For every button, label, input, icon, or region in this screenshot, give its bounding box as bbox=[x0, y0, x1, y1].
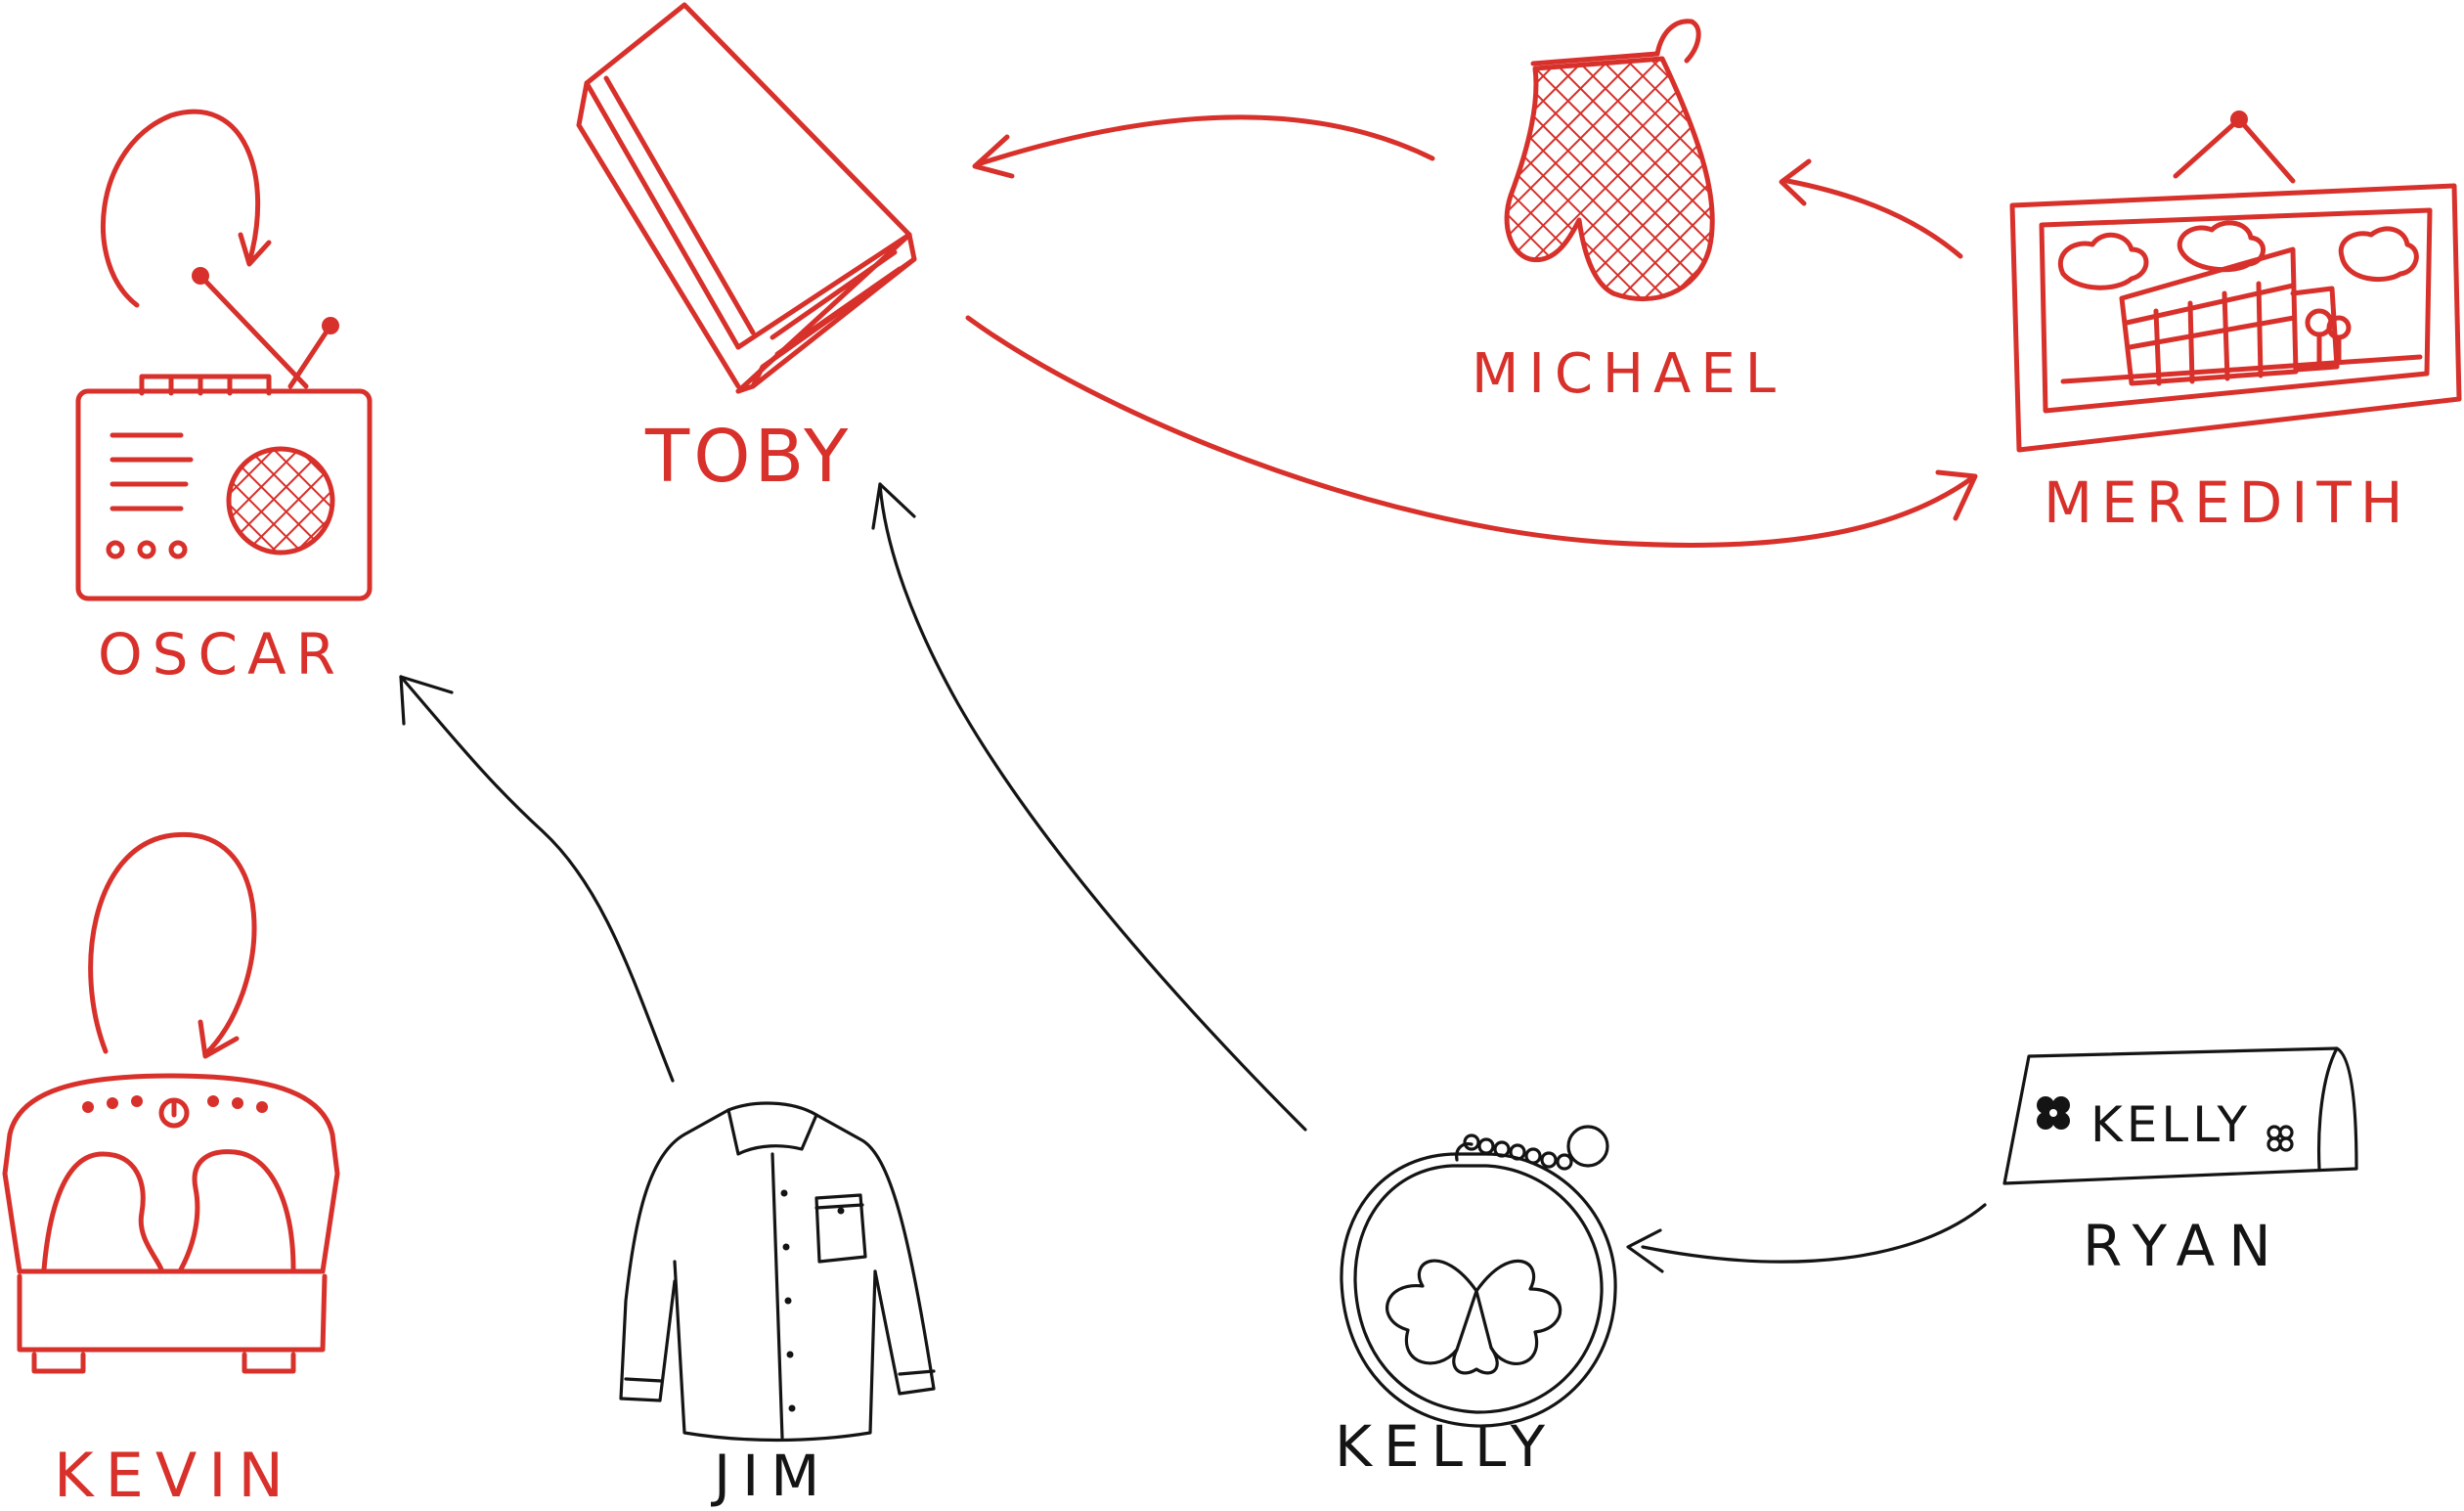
edge-kevin-self bbox=[88, 831, 257, 1059]
name-plate-icon bbox=[2002, 1046, 2358, 1185]
oven-mitt-icon bbox=[1504, 19, 1715, 302]
edge-meredith-to-michael bbox=[1779, 158, 1963, 259]
edge-toby-to-meredith bbox=[965, 315, 1978, 548]
framed-picture-icon bbox=[2009, 111, 2462, 453]
foot-spa-icon bbox=[2, 1073, 340, 1374]
coin-purse-icon bbox=[1340, 1125, 1617, 1428]
node-label-kelly: KELLY bbox=[1335, 1413, 1558, 1480]
node-label-jim: JIM bbox=[714, 1443, 832, 1509]
edge-kelly-to-toby bbox=[871, 482, 1307, 1132]
book-icon bbox=[576, 2, 917, 394]
name-plate-text: KELLY bbox=[2090, 1096, 2251, 1153]
shirt-icon bbox=[619, 1101, 936, 1443]
node-label-ryan: RYAN bbox=[2083, 1213, 2285, 1279]
node-label-toby: TOBY bbox=[645, 415, 853, 499]
node-label-kevin: KEVIN bbox=[54, 1440, 295, 1511]
node-label-oscar: OSCAR bbox=[98, 621, 345, 688]
edge-oscar-self bbox=[100, 109, 272, 308]
edge-michael-to-toby bbox=[972, 114, 1435, 179]
radio-icon bbox=[75, 267, 373, 601]
edge-jim-to-oscar bbox=[399, 675, 675, 1083]
edge-ryan-to-kelly bbox=[1626, 1203, 1987, 1273]
node-label-meredith: MEREDITH bbox=[2044, 469, 2412, 536]
node-label-michael: MICHAEL bbox=[1472, 342, 1785, 406]
